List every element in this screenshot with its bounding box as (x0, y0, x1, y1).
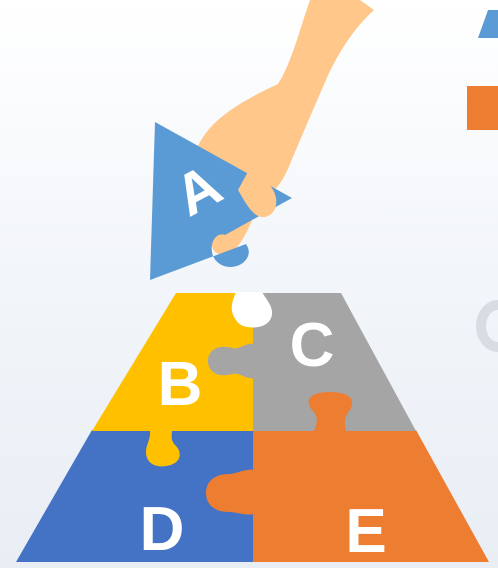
piece-c-label: C (290, 311, 335, 380)
puzzle-piece-a: A (150, 122, 292, 280)
piece-b-label: B (158, 350, 203, 419)
puzzle-piece-b: B (92, 293, 265, 467)
puzzle-piece-e: E (206, 430, 489, 566)
gray-fragment-icon (476, 300, 498, 352)
piece-e-label: E (345, 497, 386, 566)
orange-fragment-icon (467, 86, 498, 130)
top-slot (231, 292, 273, 328)
puzzle-piece-d: D (16, 430, 253, 564)
puzzle-piece-c: C (208, 293, 416, 431)
thumb-icon (238, 168, 277, 218)
piece-d-label: D (140, 495, 185, 564)
blue-fragment-icon (478, 10, 498, 38)
piece-e-top-tab (308, 392, 353, 431)
